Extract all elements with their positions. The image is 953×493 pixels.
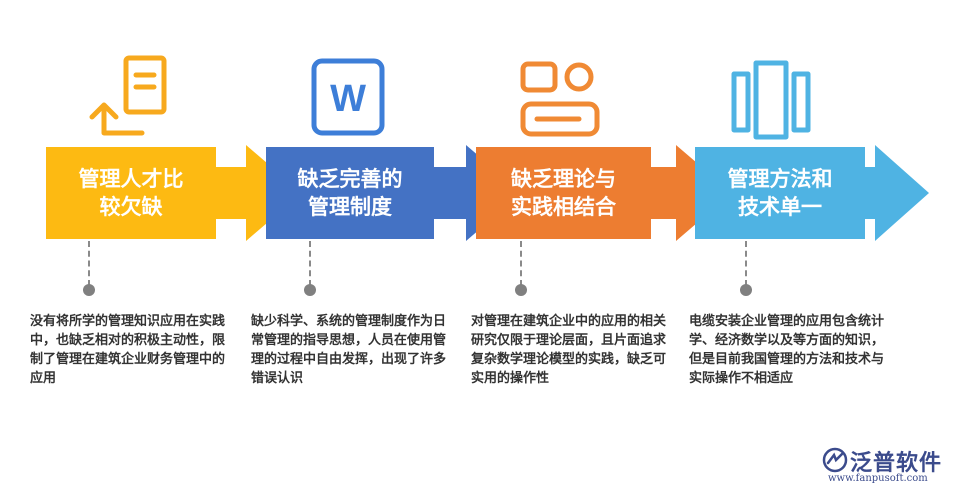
connector-2 xyxy=(309,241,311,286)
brand-name: 泛普软件 xyxy=(850,451,943,476)
connector-dot-3 xyxy=(515,284,527,296)
connector-4 xyxy=(745,241,747,286)
brand-url: www.fanpusoft.com xyxy=(828,473,928,484)
toggle-card-icon xyxy=(520,61,600,137)
fanpu-logo-icon xyxy=(822,447,848,473)
panels-icon xyxy=(731,60,811,140)
step-title-3: 缺乏理论与 实践相结合 xyxy=(511,167,616,219)
word-document-icon: W xyxy=(311,58,385,136)
connector-dot-2 xyxy=(304,284,316,296)
step-title-2: 缺乏完善的 管理制度 xyxy=(297,167,403,219)
step-title-4: 管理方法和 技术单一 xyxy=(727,167,833,219)
brand-logo: 泛普软件 www.fanpusoft.com xyxy=(820,445,948,489)
connector-1 xyxy=(88,241,90,286)
svg-text:W: W xyxy=(330,78,366,120)
step-box-1: 管理人才比 较欠缺 xyxy=(46,147,216,239)
document-return-icon xyxy=(89,55,167,136)
step-description-2: 缺少科学、系统的管理制度作为日常管理的指导思想，人员在使用管理的过程中自由发挥，… xyxy=(251,314,447,386)
step-box-3: 缺乏理论与 实践相结合 xyxy=(476,147,651,239)
step-description-3: 对管理在建筑企业中的应用的相关研究仅限于理论层面，且片面追求复杂数学理论模型的实… xyxy=(471,314,667,386)
step-description-4: 电缆安装企业管理的应用包含统计学、经济数学以及等方面的知识，但是目前我国管理的方… xyxy=(689,314,885,386)
connector-3 xyxy=(520,241,522,286)
connector-dot-4 xyxy=(740,284,752,296)
step-description-1: 没有将所学的管理知识应用在实践中，也缺乏相对的积极主动性，限制了管理在建筑企业财… xyxy=(30,314,226,386)
connector-dot-1 xyxy=(83,284,95,296)
step-box-4: 管理方法和 技术单一 xyxy=(695,147,865,239)
step-box-2: 缺乏完善的 管理制度 xyxy=(266,147,434,239)
step-title-1: 管理人才比 较欠缺 xyxy=(78,167,184,219)
